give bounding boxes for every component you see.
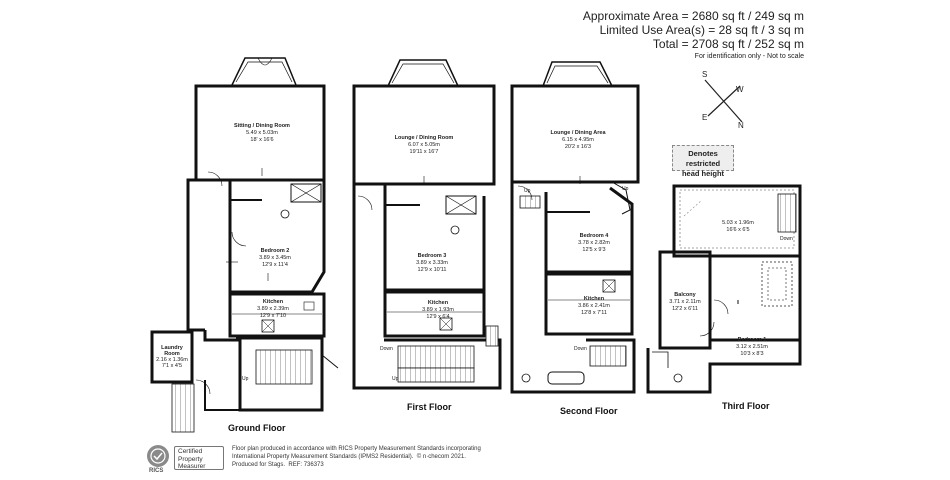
disclaimer: Floor plan produced in accordance with R… — [232, 445, 532, 469]
copyright: © n·checom 2021. — [416, 454, 466, 460]
laundry-name-2: Room — [164, 351, 180, 357]
stairs-up-ground: Up — [242, 376, 249, 382]
rics-logo-icon — [147, 445, 169, 467]
lounge1-name: Lounge / Dining Room — [395, 135, 454, 141]
scale-note: For identification only - Not to scale — [694, 53, 804, 60]
bedroom2-imperial: 12'9 x 11'4 — [262, 262, 288, 268]
laundry-metric: 2.16 x 1.36m — [156, 357, 188, 363]
compass-north: N — [738, 121, 744, 130]
kitchen-ground-name: Kitchen — [263, 299, 284, 305]
laundry-imperial: 7'1 x 4'5 — [162, 363, 182, 369]
disclaimer-line-2: International Property Measurement Stand… — [232, 454, 414, 460]
restricted-line-2: head height — [681, 169, 725, 178]
approximate-area: Approximate Area = 2680 sq ft / 249 sq m — [582, 9, 804, 23]
bedroom1-name: Bedroom 1 — [738, 337, 767, 343]
top-room-metric: 5.03 x 1.96m — [722, 220, 754, 226]
bedroom2-name: Bedroom 2 — [261, 248, 290, 254]
stairs-up-second-2: Up — [622, 186, 629, 192]
stairs-down-first: Down — [380, 346, 393, 352]
compass-rose: S W N E — [702, 70, 744, 130]
ground-floor-label: Ground Floor — [228, 423, 286, 433]
footer: RICS Certified Property Measurer Floor p… — [146, 444, 666, 474]
kitchen-first-name: Kitchen — [428, 300, 449, 306]
sitting-room-name: Sitting / Dining Room — [234, 123, 290, 129]
lounge1-imperial: 19'11 x 16'7 — [410, 149, 439, 155]
balcony-imperial: 12'2 x 6'11 — [672, 306, 698, 312]
disclaimer-line-1: Floor plan produced in accordance with R… — [232, 446, 481, 452]
rics-text: RICS — [149, 468, 164, 474]
third-floor-label: Third Floor — [722, 401, 770, 411]
cert-line-2: Property — [178, 455, 203, 463]
compass-south: S — [702, 70, 707, 79]
disclaimer-line-2-wrap: International Property Measurement Stand… — [232, 453, 532, 461]
balcony-metric: 3.71 x 2.11m — [669, 299, 701, 305]
third-floor-plan — [646, 184, 802, 394]
bedroom4-name: Bedroom 4 — [580, 233, 610, 239]
kitchen-second-imperial: 12'8 x 7'11 — [581, 310, 607, 316]
stairs-down-second: Down — [574, 346, 587, 352]
sitting-room-metric: 5.49 x 5.03m — [246, 130, 278, 136]
cert-line-1: Certified — [178, 448, 203, 455]
kitchen-ground-imperial: 12'9 x 7'10 — [260, 313, 286, 319]
restricted-line-1: Denotes restricted — [685, 149, 721, 168]
cert-line-3: Measurer — [178, 463, 206, 470]
sitting-room-imperial: 18' x 16'6 — [250, 137, 273, 143]
lounge1-metric: 6.07 x 5.05m — [408, 142, 440, 148]
reference-number: REF: 736373 — [288, 462, 324, 468]
bedroom1-imperial: 10'3 x 8'3 — [740, 351, 763, 357]
second-floor-label: Second Floor — [560, 406, 618, 416]
kitchen-second-name: Kitchen — [584, 296, 605, 302]
stairs-up-second: Up — [524, 188, 531, 194]
laundry-name-1: Laundry — [161, 345, 184, 351]
restricted-head-height-legend: Denotes restricted head height — [672, 145, 734, 178]
kitchen-ground-metric: 3.89 x 2.39m — [257, 306, 289, 312]
lounge2-imperial: 20'2 x 16'3 — [565, 144, 591, 150]
first-floor-label: First Floor — [407, 402, 452, 412]
bedroom3-name: Bedroom 3 — [418, 253, 447, 259]
compass-east: E — [702, 113, 707, 122]
certified-measurer-badge: Certified Property Measurer — [174, 446, 224, 470]
bedroom2-metric: 3.89 x 3.45m — [259, 255, 291, 261]
balcony-name: Balcony — [674, 292, 696, 298]
compass-west: W — [736, 85, 744, 94]
ground-floor-plan — [150, 57, 339, 433]
stairs-down-third: Down — [780, 236, 793, 242]
kitchen-first-metric: 3.89 x 1.93m — [422, 307, 454, 313]
disclaimer-line-3-wrap: Produced for Stags. REF: 736373 — [232, 461, 532, 469]
bedroom4-imperial: 12'5 x 9'3 — [582, 247, 605, 253]
top-room-imperial: 16'6 x 6'5 — [726, 227, 749, 233]
first-floor-plan — [352, 59, 502, 390]
lounge2-metric: 6.15 x 4.95m — [562, 137, 594, 143]
kitchen-second-metric: 3.86 x 2.41m — [578, 303, 610, 309]
bedroom1-metric: 3.12 x 2.51m — [736, 344, 768, 350]
bedroom4-metric: 3.78 x 2.82m — [578, 240, 610, 246]
bedroom3-imperial: 12'9 x 10'11 — [418, 267, 447, 273]
produced-for: Produced for Stags. — [232, 462, 286, 468]
kitchen-first-imperial: 12'9 x 6'4 — [426, 314, 449, 320]
area-summary: Approximate Area = 2680 sq ft / 249 sq m… — [583, 9, 804, 62]
lounge2-name: Lounge / Dining Area — [550, 130, 606, 136]
limited-use-area: Limited Use Area(s) = 28 sq ft / 3 sq m — [599, 23, 804, 37]
total-area: Total = 2708 sq ft / 252 sq m — [652, 37, 804, 51]
second-floor-plan — [510, 61, 640, 394]
bedroom3-metric: 3.89 x 3.33m — [416, 260, 448, 266]
stairs-up-first: Up — [392, 376, 399, 382]
